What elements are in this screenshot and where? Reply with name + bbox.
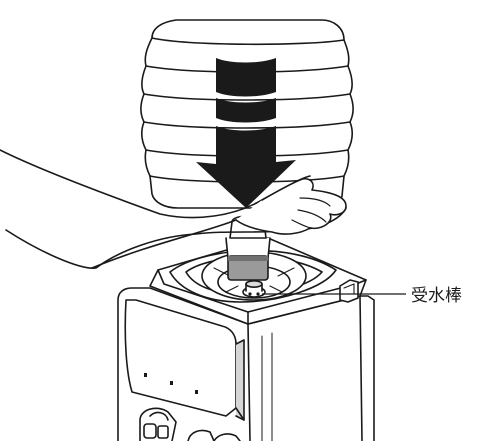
indicator-light-2 [170, 381, 173, 385]
bottle-neck [226, 238, 270, 258]
indicator-light-3 [195, 390, 198, 394]
indicator-light-1 [144, 373, 147, 377]
callout-label-water-receiving-rod: 受水棒 [411, 286, 462, 306]
